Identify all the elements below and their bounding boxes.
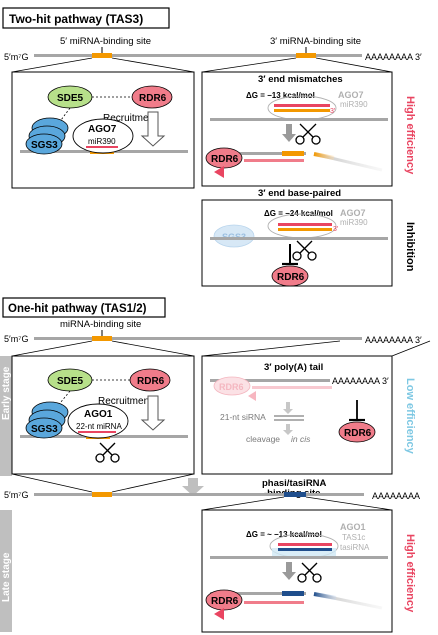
sde5-label: SDE5	[57, 93, 84, 104]
five-site-label: 5′ miRNA-binding site	[60, 36, 151, 47]
nt22-label: 22-nt miRNA	[76, 422, 122, 431]
two-hit-title-box	[2, 7, 170, 29]
early-stage-bar	[0, 356, 12, 476]
five-cap-label-2: 5′m⁷G	[4, 334, 28, 344]
sgs3-label-2: SGS3	[31, 424, 58, 435]
scissors-icon-4	[297, 562, 322, 583]
ago7-label: AGO7	[88, 124, 117, 135]
poly-a-tail-label: 3′ poly(A) tail	[264, 362, 323, 373]
rdr6-label-2: RDR6	[137, 376, 165, 387]
rdr6-inhibited-label: RDR6	[277, 272, 305, 283]
rdr6-label: RDR6	[139, 93, 167, 104]
sgs3-label: SGS3	[31, 140, 58, 151]
late-stage-bar	[0, 510, 12, 632]
scissors-icon-3	[95, 442, 120, 463]
rdr6-mismatch-label: RDR6	[211, 154, 239, 165]
high-efficiency-label-2: High efficiency	[404, 534, 416, 613]
three-site-mark	[296, 53, 316, 58]
one-hit-title: One-hit pathway (TAS1/2)	[8, 303, 147, 315]
five-site-mark	[92, 53, 112, 58]
poly-a-label: AAAAAAAA 3′	[365, 52, 422, 62]
low-efficiency-label: Low efficiency	[404, 378, 416, 455]
five-cap-label: 5′m⁷G	[4, 52, 28, 62]
recruitment-arrow-icon-2	[140, 395, 166, 431]
tas1c-label: TAS1c	[342, 533, 365, 542]
sgs3-protein-2	[25, 417, 63, 439]
stage-transition-arrow-icon	[182, 478, 204, 496]
early-stage-label: Early stage	[1, 366, 12, 420]
sgs3-protein	[25, 133, 63, 155]
two-hit-title: Two-hit pathway (TAS3)	[9, 12, 143, 26]
three-end-basepaired-label: 3′ end base-paired	[258, 188, 341, 199]
ago7-faded-label: AGO7	[338, 90, 364, 100]
dg13b-label: ΔG = ~ −13 kcal/mol	[246, 530, 322, 539]
scissors-icon-2	[292, 240, 317, 261]
mismatch-three-prime: 3′	[330, 108, 336, 115]
rdr6-blocked-label: RDR6	[344, 428, 372, 439]
ago1-faded-label: AGO1	[340, 522, 366, 532]
phasi-site-mark	[284, 492, 306, 497]
ago7-complex	[72, 118, 134, 154]
tas3-transcript	[34, 54, 362, 57]
tas12-transcript	[34, 337, 362, 340]
three-site-label: 3′ miRNA-binding site	[270, 36, 361, 47]
rdr6-faded-label: RDR6	[219, 382, 244, 392]
recruitment-label-2: Recruitment	[98, 396, 152, 407]
three-end-mismatches-label: 3′ end mismatches	[258, 74, 343, 85]
mismatch-panel	[201, 71, 393, 187]
five-cap-label-3: 5′m⁷G	[4, 490, 28, 500]
mir390-label: miR390	[88, 137, 116, 146]
rdr6-protein	[131, 85, 173, 109]
sirna21-label: 21-nt siRNA	[220, 412, 266, 422]
in-cis-label: in cis	[291, 434, 311, 444]
dg13-label: ΔG = −13 kcal/mol	[246, 91, 315, 100]
sgs3-faded	[213, 224, 255, 248]
rdr6-blocked	[338, 421, 376, 443]
mir390-faded-label: miR390	[340, 100, 368, 109]
rdr6-late-label: RDR6	[211, 596, 239, 607]
inhibition-label: Inhibition	[404, 222, 416, 272]
high-efficiency-label-1: High efficiency	[404, 96, 416, 175]
mirna-site-label: miRNA-binding site	[60, 319, 141, 330]
late-stage-label: Late stage	[1, 552, 12, 602]
cleavage-label: cleavage	[246, 434, 280, 444]
phasi-site-label-1: phasi/tasiRNA	[262, 478, 327, 489]
rdr6-inhibited	[271, 265, 309, 287]
aaaa-tail-label: AAAAAAAA 3′	[332, 376, 389, 386]
ago1-label: AGO1	[84, 409, 113, 420]
recruitment-arrow-icon	[140, 111, 166, 147]
tas12-transcript-2	[34, 493, 364, 496]
ago1-complex	[67, 403, 129, 439]
mir390-faded-label-2: miR390	[340, 218, 368, 227]
dg24-label: ΔG = −24 kcal/mol	[264, 209, 333, 218]
basepaired-three-prime: 3′	[333, 226, 339, 233]
tasirna-label: tasiRNA	[340, 543, 370, 552]
one-hit-title-box	[2, 297, 166, 318]
poly-a-label-2: AAAAAAAA 3′	[365, 335, 422, 345]
recruitment-label: Recruitment	[103, 113, 157, 124]
rdr6-faded	[213, 376, 251, 396]
poly-a-plain: AAAAAAAA	[372, 491, 420, 501]
scissors-icon	[295, 123, 321, 145]
ago7-faded-label-2: AGO7	[340, 208, 366, 218]
sde5-label-2: SDE5	[57, 376, 84, 387]
